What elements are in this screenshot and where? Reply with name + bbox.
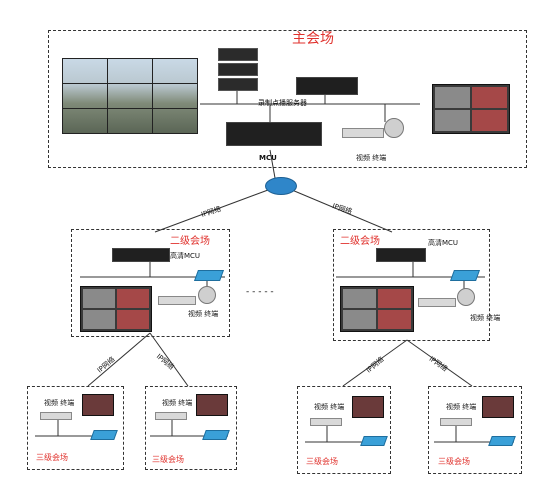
level3-2-title: 三级会场 [152, 455, 184, 464]
server-label: 录制点播服务器 [258, 99, 307, 107]
level2-right-mcu-label: 高清MCU [428, 239, 459, 247]
server-stack [218, 48, 258, 91]
level2-left-title: 二级会场 [170, 236, 210, 247]
main-mcu-label: MCU [259, 154, 277, 162]
level3-1-switch [90, 430, 118, 440]
level3-2-switch [202, 430, 230, 440]
level3-3-display [352, 396, 384, 418]
video-wall [62, 58, 198, 134]
level3-box-1 [27, 386, 124, 470]
main-mcu [226, 122, 322, 146]
level3-box-3 [297, 386, 391, 474]
level3-3-title: 三级会场 [306, 457, 338, 466]
level2-left-box [71, 229, 230, 337]
main-display [432, 84, 510, 134]
level2-right-codec [418, 298, 456, 307]
level3-1-terminal-label: 视频 终端 [44, 399, 75, 407]
level3-4-terminal-label: 视频 终端 [446, 403, 477, 411]
level3-box-4 [428, 386, 522, 474]
level2-right-box [333, 229, 490, 341]
level3-4-display [482, 396, 514, 418]
level3-3-codec [310, 418, 342, 426]
level2-left-terminal-label: 视频 终端 [188, 310, 219, 318]
main-hall-title: 主会场 [292, 31, 334, 47]
level2-right-mcu [376, 248, 426, 262]
level3-1-codec [40, 412, 72, 420]
main-terminal-label: 视频 终端 [356, 154, 387, 162]
main-codec [342, 128, 384, 138]
level3-2-display [196, 394, 228, 416]
level2-right-terminal-label: 视频 终端 [470, 314, 501, 322]
level3-3-switch [360, 436, 388, 446]
main-camera [384, 118, 404, 138]
level2-right-camera [457, 288, 475, 306]
level2-left-codec [158, 296, 196, 305]
level3-4-switch [488, 436, 516, 446]
main-hall-box [48, 30, 527, 168]
level3-1-title: 三级会场 [36, 453, 68, 462]
router-icon [265, 177, 297, 195]
recording-server [296, 77, 358, 95]
level3-2-codec [155, 412, 187, 420]
level2-right-display [340, 286, 414, 332]
level2-left-display [80, 286, 152, 332]
level3-2-terminal-label: 视频 终端 [162, 399, 193, 407]
level3-4-codec [440, 418, 472, 426]
level3-4-title: 三级会场 [438, 457, 470, 466]
level3-box-2 [145, 386, 237, 470]
level2-left-mcu-label: 高清MCU [170, 252, 201, 260]
level2-right-title: 二级会场 [340, 236, 380, 247]
ellipsis: - - - - - [246, 287, 274, 297]
level2-left-mcu [112, 248, 170, 262]
level3-1-display [82, 394, 114, 416]
level2-left-camera [198, 286, 216, 304]
level2-right-switch [449, 270, 481, 281]
level2-left-switch [193, 270, 225, 281]
level3-3-terminal-label: 视频 终端 [314, 403, 345, 411]
